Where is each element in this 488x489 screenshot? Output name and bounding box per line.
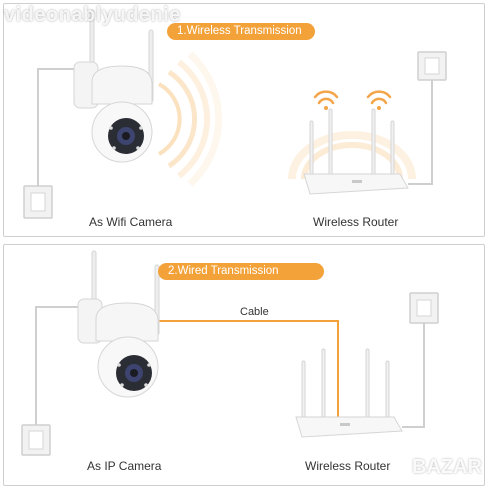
- camera-power-cable-2: [35, 306, 82, 425]
- wireless-router-wired: [295, 348, 403, 438]
- wireless-transmission-panel: 1.Wireless Transmission As Wifi Camera W…: [3, 3, 485, 237]
- watermark-top: videonablyudenie: [4, 4, 181, 26]
- wired-illustration: [21, 250, 439, 456]
- router-wifi-left-icon: [313, 90, 339, 110]
- wired-transmission-panel: 2.Wired Transmission Cable As IP Camera …: [3, 244, 485, 486]
- router-power-cable: [408, 79, 433, 185]
- wireless-router-label-2: Wireless Router: [305, 459, 391, 473]
- ptz-camera-wired: [77, 250, 160, 398]
- wireless-router-label: Wireless Router: [313, 215, 399, 229]
- watermark-bottom: BAZAR: [412, 456, 482, 478]
- wifi-camera-label: As Wifi Camera: [89, 215, 173, 229]
- ip-camera-label: As IP Camera: [87, 459, 162, 473]
- router-power-cable-2: [402, 323, 425, 428]
- cable-label: Cable: [240, 306, 269, 318]
- wireless-transmission-label: 1.Wireless Transmission: [177, 25, 302, 37]
- ptz-camera-wifi: [73, 9, 154, 163]
- router-signal-arcs-icon: [288, 131, 416, 180]
- wall-socket-left-2-icon: [21, 424, 51, 456]
- camera-signal-arcs-icon: [157, 51, 223, 187]
- wired-transmission-label: 2.Wired Transmission: [168, 265, 279, 277]
- router-wifi-right-icon: [366, 90, 392, 110]
- wall-socket-right-2-icon: [409, 292, 439, 324]
- camera-power-cable: [37, 68, 79, 186]
- wireless-illustration: [23, 9, 447, 219]
- wall-socket-left-icon: [23, 185, 53, 219]
- wall-socket-right-icon: [417, 51, 447, 81]
- wired-transmission-pill: 2.Wired Transmission: [158, 263, 324, 280]
- ethernet-cable: [154, 320, 339, 423]
- wireless-router-wifi: [303, 108, 409, 195]
- wireless-transmission-pill: 1.Wireless Transmission: [167, 23, 315, 40]
